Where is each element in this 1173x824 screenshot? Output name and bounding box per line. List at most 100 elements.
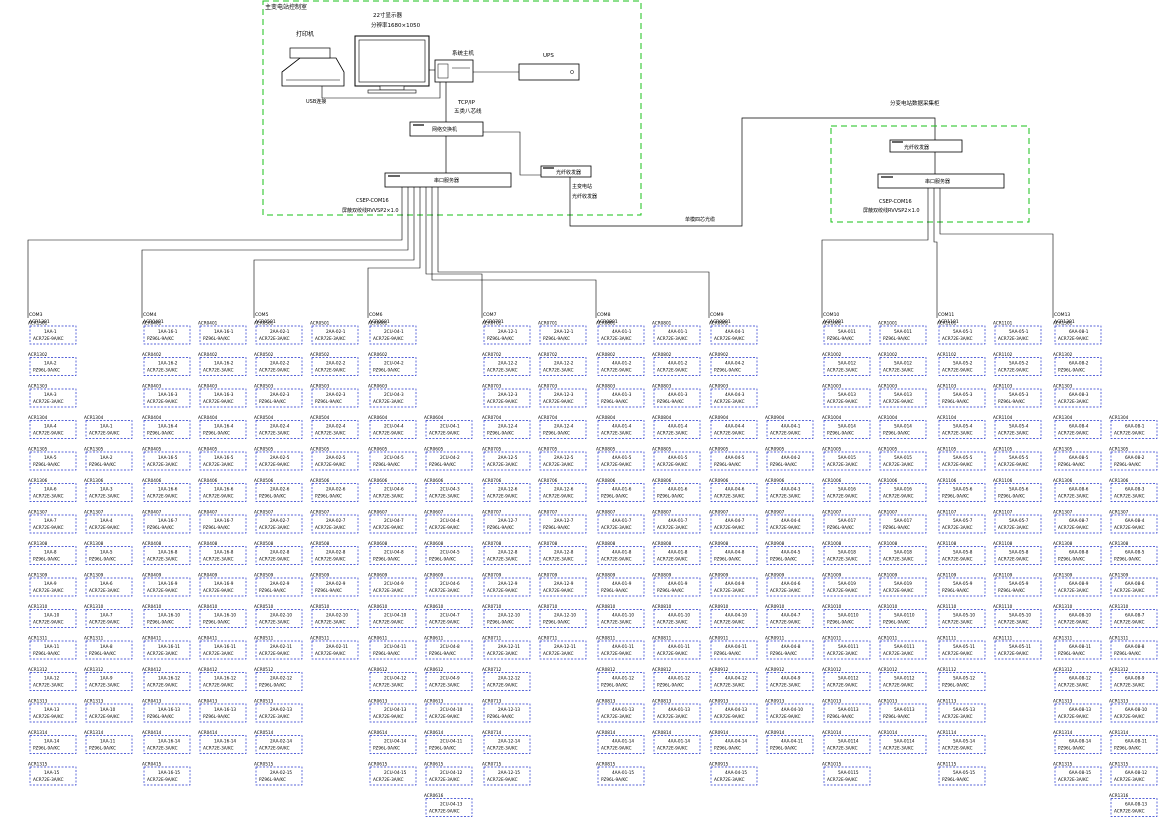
column-start-label: ACR0401: [143, 319, 164, 325]
bus-line: [939, 188, 1054, 318]
meter-name: 2CU-04-3: [384, 392, 404, 397]
meter-id-label: ACR0410: [198, 604, 218, 609]
meter-name: 1AA-16-9: [158, 581, 178, 586]
meter-name: 4AA-01-14: [612, 739, 634, 744]
meter-id-label: ACR1005: [822, 447, 842, 452]
meter-id-label: ACR0609: [424, 573, 444, 578]
meter-model: PZ96L-9A/KC: [942, 494, 969, 499]
meter-model: PZ96L-9A/KC: [601, 777, 628, 782]
meter-name: 2CU-04-11: [440, 739, 463, 744]
meter-name: 5AA-019: [894, 581, 912, 586]
meter-box: [425, 798, 473, 817]
meter-model: ACR72E-3A/KC: [429, 683, 460, 688]
meter-model: ACR72E-9A/KC: [1058, 431, 1089, 436]
meter-name: 5AA-014: [838, 424, 856, 429]
meter-id-label: ACR1003: [878, 384, 898, 389]
meter-box: [710, 514, 758, 534]
meter-name: 1AA-16-14: [214, 739, 236, 744]
meter-box: [653, 609, 701, 628]
monitor-label: 22寸显示器: [373, 11, 402, 19]
meter-name: 6AA-08-3: [1125, 487, 1145, 492]
meter-model: ACR72E-3A/KC: [883, 368, 914, 373]
meter-model: ACR72E-3A/KC: [1058, 494, 1089, 499]
meter-box: [29, 577, 77, 597]
meter-model: ACR72E-9A/KC: [770, 620, 801, 625]
meter-id-label: ACR0512: [254, 667, 274, 672]
meter-model: ACR72E-3A/KC: [714, 588, 745, 593]
meter-box: [994, 325, 1042, 345]
meter-id-label: ACR1015: [822, 762, 842, 767]
meter-box: [425, 609, 473, 628]
meter-name: 4AA-01-12: [668, 676, 690, 681]
meter-id-label: ACR0513: [254, 699, 274, 704]
meter-name: 2AA-02-10: [326, 613, 348, 618]
meter-model: ACR72E-3A/KC: [601, 431, 632, 436]
network-switch: [409, 121, 484, 137]
meter-id-label: ACR1013: [822, 699, 842, 704]
meter-name: 1AA-7: [100, 613, 113, 618]
meter-model: ACR72E-9A/KC: [1114, 714, 1145, 719]
meter-model: ACR72E-3A/KC: [487, 557, 518, 562]
meter-model: PZ96L-9A/KC: [315, 399, 342, 404]
meter-model: ACR72E-9A/KC: [89, 525, 120, 530]
meter-name: 1AA-16-5: [214, 455, 234, 460]
meter-model: ACR72E-9A/KC: [89, 431, 120, 436]
meter-box: [311, 609, 359, 628]
meter-model: PZ96L-9A/KC: [883, 620, 910, 625]
meter-model: ACR72E-3A/KC: [429, 777, 460, 782]
meter-id-label: ACR0802: [596, 352, 616, 357]
meter-name: 4AA-04-7: [725, 518, 745, 523]
meter-id-label: ACR0407: [198, 510, 218, 515]
meter-name: 4AA-01-8: [668, 550, 688, 555]
meter-box: [653, 735, 701, 754]
meter-id-label: ACR0510: [310, 604, 330, 609]
meter-box: [255, 357, 303, 376]
meter-name: 1AA-16-10: [158, 613, 180, 618]
meter-box: [1110, 546, 1158, 565]
meter-model: PZ96L-9A/KC: [543, 431, 570, 436]
meter-box: [994, 451, 1042, 471]
meter-id-label: ACR1102: [993, 352, 1013, 357]
meter-box: [710, 325, 758, 345]
meter-name: 6AA-08-11: [1125, 739, 1147, 744]
meter-name: 1AA-16-13: [214, 707, 236, 712]
usb-label: USB连接: [306, 98, 326, 105]
sub-serial-label: 串口服务器: [925, 178, 950, 185]
meter-id-label: ACR1008: [822, 541, 842, 546]
meter-id-label: ACR0405: [142, 447, 162, 452]
meter-id-label: ACR1308: [1053, 541, 1073, 546]
meter-id-label: ACR1311: [84, 636, 104, 641]
meter-model: ACR72E-3A/KC: [203, 462, 234, 467]
meter-id-label: ACR0505: [310, 447, 330, 452]
meter-name: 1AA-1: [100, 424, 113, 429]
meter-model: ACR72E-3A/KC: [203, 746, 234, 751]
column-start-label: ACR1001: [823, 319, 844, 325]
meter-model: PZ96L-9A/KC: [33, 368, 60, 373]
meter-box: [143, 735, 191, 754]
meter-model: ACR72E-3A/KC: [1114, 588, 1145, 593]
meter-model: ACR72E-3A/KC: [259, 714, 290, 719]
meter-model: PZ96L-9A/KC: [147, 714, 174, 719]
meter-box: [85, 640, 133, 660]
meter-id-label: ACR0401: [142, 321, 162, 326]
meter-box: [653, 640, 701, 660]
meter-name: 4AA-01-1: [612, 329, 632, 334]
meter-name: 5AA-05-1: [1009, 329, 1029, 334]
meter-name: 2AA-12-10: [498, 613, 520, 618]
fiber-box-label: 光纤收发器: [556, 169, 581, 176]
meter-id-label: ACR0414: [142, 730, 162, 735]
meter-model: ACR72E-3A/KC: [33, 494, 64, 499]
meter-box: [483, 640, 531, 660]
meter-name: 2CU-04-8: [384, 550, 404, 555]
meter-box: [597, 640, 645, 660]
meter-box: [369, 420, 417, 439]
meter-box: [483, 546, 531, 565]
meter-box: [710, 546, 758, 565]
meter-model: PZ96L-9A/KC: [942, 399, 969, 404]
meter-name: 2AA-02-8: [270, 550, 290, 555]
meter-name: 4AA-04-6: [725, 487, 745, 492]
meter-id-label: ACR0404: [198, 415, 218, 420]
meter-name: 1AA-6: [100, 581, 113, 586]
meter-name: 1AA-9: [100, 676, 113, 681]
meter-name: 2CU-04-5: [440, 550, 460, 555]
